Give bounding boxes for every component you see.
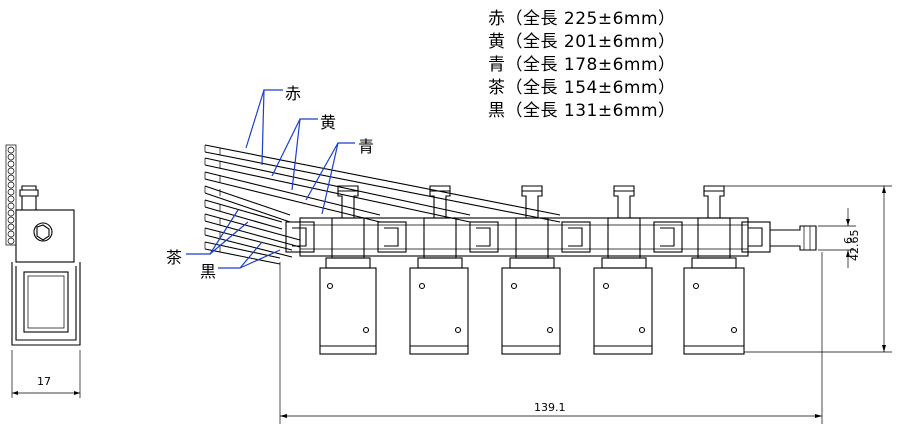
wire-label-brown: 茶 <box>166 248 183 267</box>
legend-brown: 茶（全長 154±6mm） <box>488 78 676 98</box>
legend-blue: 青（全長 178±6mm） <box>488 55 676 75</box>
dim-port: 6 <box>842 237 855 244</box>
wire-label-black: 黒 <box>200 262 217 281</box>
dim-total-length: 139.1 <box>534 401 566 414</box>
wire-length-legend: 赤（全長 225±6mm） 黄（全長 201±6mm） 青（全長 178±6mm… <box>488 8 676 123</box>
valve-units <box>319 185 745 355</box>
side-wire-bundle <box>5 144 17 246</box>
valve-4 <box>593 185 653 355</box>
wire-label-red: 赤 <box>285 84 302 103</box>
valve-1 <box>319 185 377 355</box>
legend-yellow: 黄（全長 201±6mm） <box>488 32 676 52</box>
side-view <box>5 144 81 398</box>
manifold <box>285 217 817 257</box>
wire-label-yellow: 黄 <box>320 113 337 132</box>
legend-black: 黒（全長 131±6mm） <box>488 101 676 121</box>
legend-red: 赤（全長 225±6mm） <box>488 9 676 29</box>
leader-lines <box>186 89 355 269</box>
valve-2 <box>409 185 469 355</box>
dim-height: 42.65 <box>848 229 861 262</box>
dimension-arrows <box>280 186 886 418</box>
dimension-lines <box>279 185 892 424</box>
valve-3 <box>501 185 561 355</box>
dim-side-width: 17 <box>37 375 51 388</box>
valve-5 <box>683 185 745 355</box>
wire-label-blue: 青 <box>358 137 375 156</box>
